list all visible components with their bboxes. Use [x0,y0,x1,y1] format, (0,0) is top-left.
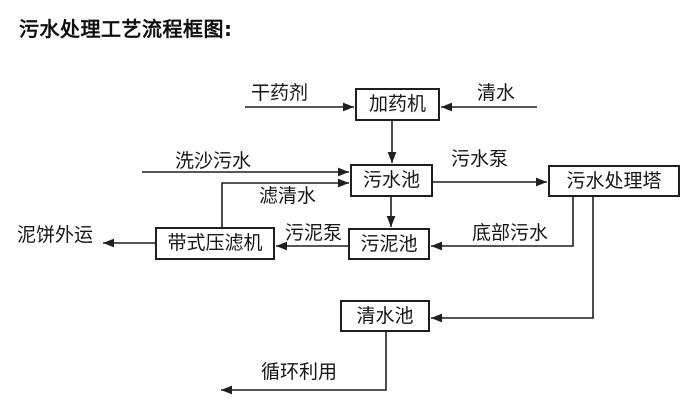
arrow-filtered-water-to-sewage-pool [221,178,349,227]
flow-label-dry-agent: 干药剂 [251,82,309,104]
flow-label-recycling: 循环利用 [261,361,338,383]
node-dosing-machine-label: 加药机 [368,93,426,115]
flow-label-sand-washing-sewage: 洗沙污水 [175,150,252,172]
arrow-tower-to-clean-water-pool [431,197,594,323]
node-sewage-treatment-tower: 污水处理塔 [548,165,680,197]
node-dosing-machine: 加药机 [355,88,440,121]
arrow-bottom-sewage-to-sludge-pool [431,197,574,251]
flow-label-bottom-sewage: 底部污水 [472,222,549,244]
diagram-title: 污水处理工艺流程框图: [19,17,233,41]
flow-label-sludge-pump: 污泥泵 [285,222,343,244]
node-sewage-pool-label: 污水池 [362,169,420,191]
arrow-recycling-out [221,332,387,395]
node-belt-filter-press-label: 带式压滤机 [167,232,263,254]
node-sludge-pool-label: 污泥池 [360,232,418,255]
node-clean-water-pool: 清水池 [340,300,430,332]
node-belt-filter-press: 带式压滤机 [155,227,275,260]
flow-label-filtered-clean-water: 滤清水 [259,185,317,207]
flow-label-sewage-pump: 污水泵 [451,148,509,170]
flow-label-clean-water: 清水 [477,82,516,104]
flow-label-mud-cake-transport: 泥饼外运 [17,224,94,246]
node-sludge-pool: 污泥池 [348,228,430,260]
node-sewage-treatment-tower-label: 污水处理塔 [566,169,662,192]
node-clean-water-pool-label: 清水池 [356,304,414,327]
node-sewage-pool: 污水池 [350,164,433,197]
